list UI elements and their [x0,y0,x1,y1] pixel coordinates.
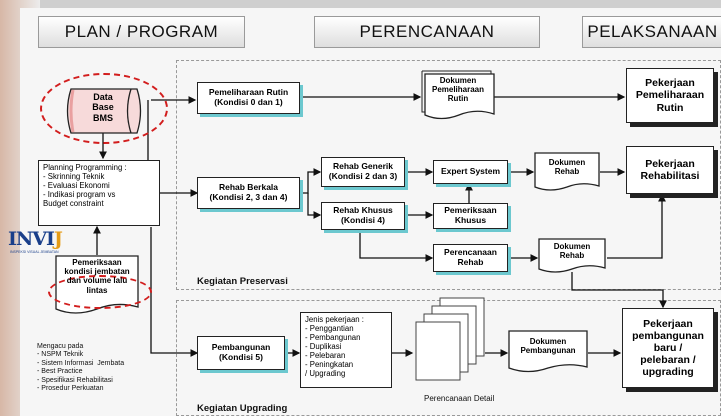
dokumen-rehab-text-2: Dokumen Rehab [553,242,591,261]
logo-subtitle: INSPEKSI VISUAL JEMBATAN [10,250,59,254]
pemeriksaan-khusus-box: Pemeriksaan Khusus [433,203,508,229]
rehab-generik-box: Rehab Generik (Kondisi 2 dan 3) [321,157,405,187]
expert-system-text: Expert System [440,166,501,177]
document-shape [538,238,606,273]
planning-programming-box: Planning Programming : - Skrinning Tekni… [38,160,160,226]
references-text: Mengacu pada - NSPM Teknik - Sistem Info… [37,343,125,392]
planning-programming-text: Planning Programming : - Skrinning Tekni… [43,163,127,208]
rehab-berkala-text: Rehab Berkala (Kondisi 2, 3 dan 4) [209,182,288,202]
document-shape [534,152,600,191]
dokumen-pemeliharaan-doc: Dokumen Pemeliharaan Rutin [421,70,495,120]
pekerjaan-rutin-box: Pekerjaan Pemeliharaan Rutin [626,68,714,123]
dokumen-pemeliharaan-text: Dokumen Pemeliharaan Rutin [431,76,485,104]
rehab-berkala-box: Rehab Berkala (Kondisi 2, 3 dan 4) [197,177,300,209]
pekerjaan-pembangunan-text: Pekerjaan pembangunan baru / pelebaran /… [632,317,704,379]
pembangunan-box: Pembangunan (Kondisi 5) [197,336,285,370]
expert-system-box: Expert System [433,160,508,184]
rehab-khusus-text: Rehab Khusus (Kondisi 4) [333,205,393,225]
pekerjaan-rehabilitasi-box: Pekerjaan Rehabilitasi [626,146,714,194]
dokumen-pembangunan-doc: Dokumen Pembangunan [508,330,588,374]
header-plan-text: PLAN / PROGRAM [64,22,219,41]
pemeliharaan-rutin-box: Pemeliharaan Rutin (Kondisi 0 dan 1) [197,82,300,114]
dokumen-rehab-doc-2: Dokumen Rehab [538,238,606,274]
header-pelaksanaan: PELAKSANAAN [582,16,721,48]
invij-logo: INVIJ INSPEKSI VISUAL JEMBATAN [8,228,88,254]
highlight-ring-pemeriksaan [48,275,152,309]
header-perencanaan: PERENCANAAN [314,16,540,48]
label-kegiatan-upgrading: Kegiatan Upgrading [197,403,288,414]
rehab-generik-text: Rehab Generik (Kondisi 2 dan 3) [328,161,398,181]
header-pelaksanaan-text: PELAKSANAAN [587,22,718,41]
header-plan-program: PLAN / PROGRAM [38,16,245,48]
pembangunan-text: Pembangunan (Kondisi 5) [211,342,271,362]
perencanaan-detail-label: Perencanaan Detail [424,394,495,403]
pemeriksaan-khusus-text: Pemeriksaan Khusus [444,205,497,225]
pemeriksaan-kondisi-text: Pemeriksaan kondisi jembatan dan volume … [64,258,130,295]
document-shape [421,70,495,120]
perencanaan-rehab-box: Perencanaan Rehab [433,244,508,272]
dokumen-pembangunan-text: Dokumen Pembangunan [520,337,576,356]
pekerjaan-rutin-text: Pekerjaan Pemeliharaan Rutin [635,77,705,114]
pemeliharaan-rutin-text: Pemeliharaan Rutin (Kondisi 0 dan 1) [208,87,289,107]
pekerjaan-rehabilitasi-text: Pekerjaan Rehabilitasi [640,157,700,182]
pekerjaan-pembangunan-box: Pekerjaan pembangunan baru / pelebaran /… [622,308,714,388]
highlight-ring-database [40,73,168,144]
document-stack-icon [415,297,485,381]
document-shape [508,330,588,373]
dokumen-rehab-doc-1: Dokumen Rehab [534,152,600,192]
logo-text: INVIJ [8,228,63,250]
rehab-khusus-box: Rehab Khusus (Kondisi 4) [321,202,405,230]
jenis-pekerjaan-box: Jenis pekerjaan : - Penggantian - Pemban… [300,312,392,388]
perencanaan-rehab-text: Perencanaan Rehab [444,247,497,267]
header-perencanaan-text: PERENCANAAN [359,22,495,41]
label-kegiatan-preservasi: Kegiatan Preservasi [197,276,288,287]
jenis-pekerjaan-text: Jenis pekerjaan : - Penggantian - Pemban… [305,315,364,378]
dokumen-rehab-text-1: Dokumen Rehab [548,158,586,177]
